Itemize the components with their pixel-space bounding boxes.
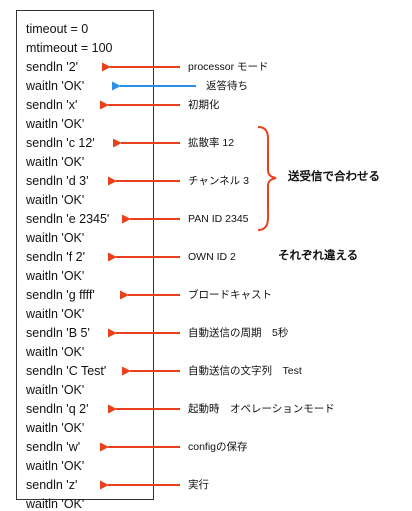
script-line: sendln 'w' — [26, 440, 81, 454]
script-line: sendln 'e 2345' — [26, 212, 110, 226]
script-line: waitln 'OK' — [26, 383, 85, 397]
script-line: waitln 'OK' — [26, 193, 85, 207]
script-line: sendln 'z' — [26, 478, 78, 492]
script-line: waitln 'OK' — [26, 459, 85, 473]
annotation: 実行 — [188, 479, 209, 491]
script-line: sendln 'B 5' — [26, 326, 90, 340]
script-line: waitln 'OK' — [26, 155, 85, 169]
script-line: waitln 'OK' — [26, 497, 85, 511]
script-line: sendln 'c 12' — [26, 136, 95, 150]
annotation: 拡散率 12 — [188, 137, 235, 149]
group-note: 送受信で合わせる — [288, 171, 380, 183]
script-line: sendln 'q 2' — [26, 402, 89, 416]
curly-brace-icon — [257, 126, 277, 231]
annotation: 起動時 オペレーションモード — [188, 403, 335, 415]
script-line: waitln 'OK' — [26, 231, 85, 245]
script-line: waitln 'OK' — [26, 269, 85, 283]
own-id-note: それぞれ違える — [278, 250, 359, 262]
script-line: timeout = 0 — [26, 22, 89, 36]
annotation: 自動送信の文字列 Test — [188, 365, 302, 377]
script-line: waitln 'OK' — [26, 117, 85, 131]
annotation: ブロードキャスト — [188, 289, 272, 301]
script-line: sendln 'x' — [26, 98, 78, 112]
script-line: sendln 'C Test' — [26, 364, 107, 378]
annotation: 自動送信の周期 5秒 — [188, 327, 289, 339]
script-box — [16, 10, 154, 500]
annotation: OWN ID 2 — [188, 251, 236, 263]
annotation: チャンネル 3 — [188, 175, 249, 187]
script-line: waitln 'OK' — [26, 307, 85, 321]
annotation: 返答待ち — [206, 80, 248, 92]
annotation: 初期化 — [188, 99, 220, 111]
script-line: sendln 'd 3' — [26, 174, 89, 188]
script-line: waitln 'OK' — [26, 421, 85, 435]
script-line: sendln 'g ffff' — [26, 288, 95, 302]
annotation: processor モード — [188, 61, 269, 73]
annotation: PAN ID 2345 — [188, 213, 249, 225]
annotation: configの保存 — [188, 441, 248, 453]
script-line: mtimeout = 100 — [26, 41, 113, 55]
script-line: sendln '2' — [26, 60, 79, 74]
script-line: waitln 'OK' — [26, 345, 85, 359]
script-line: waitln 'OK' — [26, 79, 85, 93]
script-line: sendln 'f 2' — [26, 250, 85, 264]
